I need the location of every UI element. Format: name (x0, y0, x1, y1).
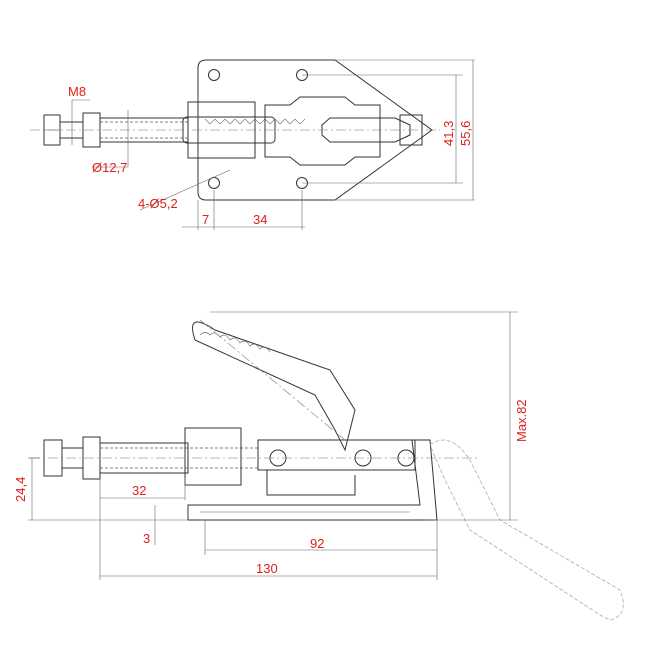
handle (192, 321, 356, 452)
dim-axis-height: 24,4 (13, 477, 28, 502)
dim-rod-diameter: Ø12,7 (92, 160, 127, 175)
base (187, 439, 438, 521)
side-view (28, 311, 624, 621)
dim-hole-pitch: 41,3 (441, 121, 456, 146)
guide-block-side (184, 427, 242, 486)
dim-plate-width: 55,6 (458, 121, 473, 146)
dim-stroke: 32 (132, 483, 146, 498)
dim-hole-offset: 7 (202, 212, 209, 227)
handle-open-position (429, 439, 624, 621)
dim-overall-length: 130 (256, 561, 278, 576)
mounting-holes (208, 69, 308, 189)
dim-thread: M8 (68, 84, 86, 99)
dim-base-length: 92 (310, 536, 324, 551)
dim-hole-spacing: 34 (253, 212, 267, 227)
dim-max-height: Max.82 (514, 399, 529, 442)
linkage (264, 96, 381, 166)
dim-plate-thickness: 3 (143, 531, 150, 546)
base-plate (197, 59, 433, 201)
top-view (30, 59, 475, 230)
dim-holes: 4-Ø5,2 (138, 196, 178, 211)
